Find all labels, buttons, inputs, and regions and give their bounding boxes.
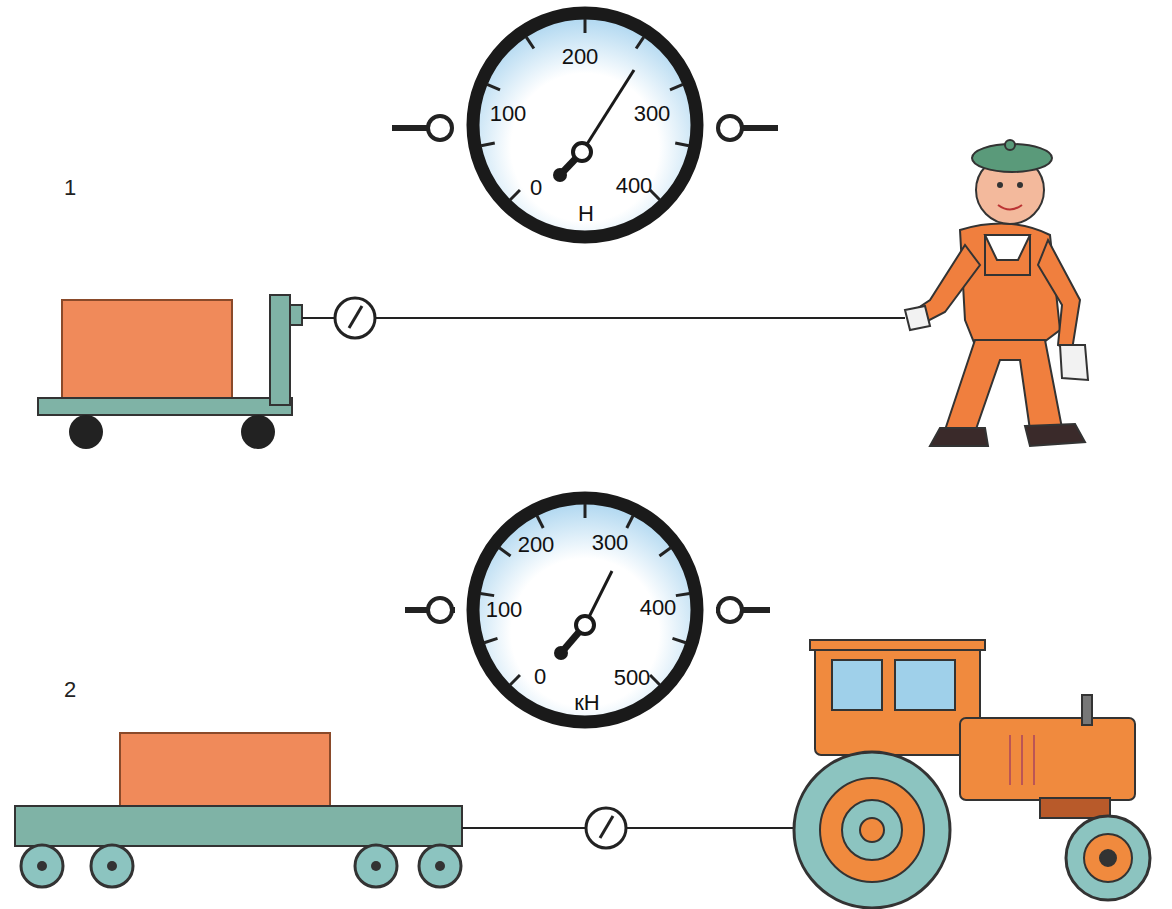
tow-rope [462, 827, 805, 829]
scale-number: 200 [562, 46, 599, 68]
scale-number: 300 [592, 532, 629, 554]
figure-number: 1 [64, 177, 76, 199]
worker [905, 140, 1088, 446]
scale-number: 0 [534, 666, 546, 688]
scale-number: Н [578, 203, 594, 225]
hand-cart [38, 295, 302, 449]
scale-number: 200 [518, 534, 555, 556]
scale-number: кН [574, 692, 600, 714]
scale-number: 100 [490, 103, 527, 125]
rope [302, 317, 905, 319]
figure-number: 2 [64, 679, 76, 701]
scale-number: 400 [616, 175, 653, 197]
scale-number: 400 [640, 597, 677, 619]
small-dynamometer [586, 808, 626, 848]
scale-number: 300 [634, 103, 671, 125]
scale-number: 500 [614, 667, 651, 689]
trailer [15, 733, 462, 887]
dynamometer-dial: 0 100 200 300 400Н [462, 2, 708, 248]
scale-number: 0 [530, 177, 542, 199]
dynamometer-dial: 0 100 200 300 400 500 кН [462, 487, 708, 733]
scale-number: 100 [486, 599, 523, 621]
small-dynamometer [335, 298, 375, 338]
tractor [794, 640, 1150, 908]
